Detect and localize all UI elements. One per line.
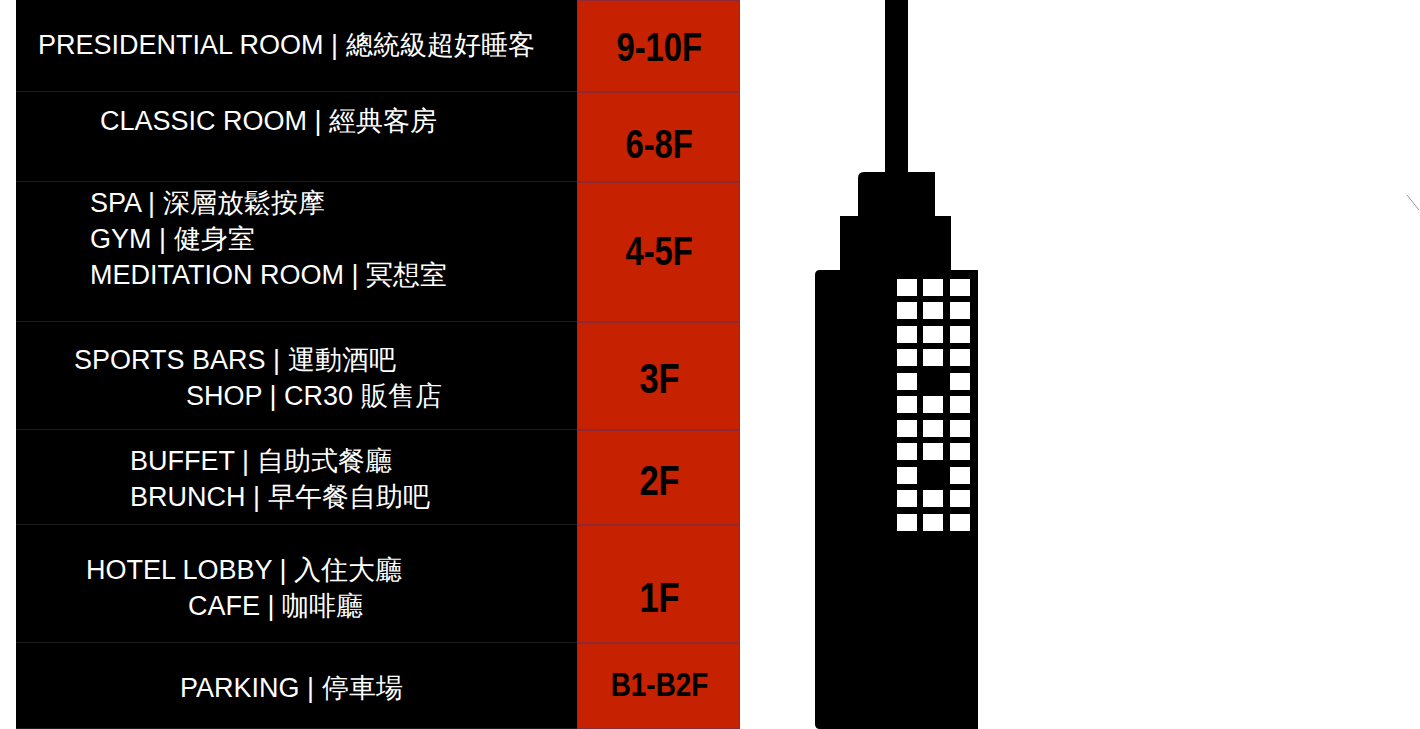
facility-label: BRUNCH | 早午餐自助吧 bbox=[130, 481, 430, 513]
window bbox=[923, 490, 943, 507]
window bbox=[923, 420, 943, 437]
floor-number-cell: 2F bbox=[577, 430, 740, 525]
facility-label: SPORTS BARS | 運動酒吧 bbox=[74, 344, 396, 376]
stray-mark bbox=[1407, 195, 1419, 210]
floor-number-cell: 4-5F bbox=[577, 182, 740, 322]
facility-label: PARKING | 停車場 bbox=[180, 672, 403, 704]
window bbox=[950, 326, 970, 343]
window bbox=[897, 467, 917, 484]
tower-top bbox=[858, 172, 935, 218]
window bbox=[950, 373, 970, 390]
window bbox=[923, 396, 943, 413]
window bbox=[950, 490, 970, 507]
floor-number: 1F bbox=[639, 573, 679, 623]
floor-band: PRESIDENTIAL ROOM | 總統級超好睡客 bbox=[16, 0, 577, 92]
facility-label: MEDITATION ROOM | 冥想室 bbox=[90, 259, 447, 291]
window bbox=[923, 279, 943, 296]
floor-number: 3F bbox=[639, 354, 679, 404]
facility-label: SHOP | CR30 販售店 bbox=[186, 380, 442, 412]
floor-band: CLASSIC ROOM | 經典客房 bbox=[16, 92, 577, 182]
floor-band: SPA | 深層放鬆按摩 GYM | 健身室 MEDITATION ROOM | 冥… bbox=[16, 182, 577, 322]
window bbox=[923, 326, 943, 343]
window bbox=[950, 279, 970, 296]
window bbox=[897, 302, 917, 319]
facility-label: CAFE | 咖啡廳 bbox=[188, 590, 363, 622]
facility-label: HOTEL LOBBY | 入住大廳 bbox=[86, 554, 402, 586]
window bbox=[950, 443, 970, 460]
facility-label: GYM | 健身室 bbox=[90, 223, 255, 255]
floor-number: 9-10F bbox=[616, 23, 702, 71]
floor-number: 4-5F bbox=[625, 227, 692, 275]
window bbox=[923, 349, 943, 366]
floor-number-cell: B1-B2F bbox=[577, 643, 740, 729]
window bbox=[950, 349, 970, 366]
floor-number: 2F bbox=[639, 456, 679, 506]
window bbox=[950, 302, 970, 319]
facility-label: SPA | 深層放鬆按摩 bbox=[90, 187, 325, 219]
window bbox=[897, 490, 917, 507]
window bbox=[897, 326, 917, 343]
floor-number-cell: 6-8F bbox=[577, 92, 740, 182]
window bbox=[923, 514, 943, 531]
window bbox=[923, 302, 943, 319]
tower-step bbox=[840, 216, 951, 272]
facility-label: CLASSIC ROOM | 經典客房 bbox=[100, 105, 437, 137]
facility-label: PRESIDENTIAL ROOM | 總統級超好睡客 bbox=[38, 29, 535, 61]
window bbox=[950, 467, 970, 484]
window bbox=[897, 514, 917, 531]
window bbox=[923, 443, 943, 460]
floor-number: 6-8F bbox=[625, 120, 692, 168]
floor-band: PARKING | 停車場 bbox=[16, 643, 577, 729]
floor-number-cell: 9-10F bbox=[577, 0, 740, 92]
window bbox=[950, 420, 970, 437]
floor-number-cell: 1F bbox=[577, 525, 740, 643]
window bbox=[897, 279, 917, 296]
floor-band: HOTEL LOBBY | 入住大廳 CAFE | 咖啡廳 bbox=[16, 525, 577, 643]
window bbox=[897, 420, 917, 437]
window bbox=[950, 396, 970, 413]
window bbox=[897, 349, 917, 366]
floor-band: BUFFET | 自助式餐廳 BRUNCH | 早午餐自助吧 bbox=[16, 430, 577, 525]
window bbox=[897, 396, 917, 413]
floor-number: B1-B2F bbox=[610, 664, 708, 705]
window bbox=[897, 373, 917, 390]
floor-number-cell: 3F bbox=[577, 322, 740, 430]
tower-body bbox=[815, 270, 978, 729]
window bbox=[950, 514, 970, 531]
floor-band: SPORTS BARS | 運動酒吧 SHOP | CR30 販售店 bbox=[16, 322, 577, 430]
facility-label: BUFFET | 自助式餐廳 bbox=[130, 445, 392, 477]
window-grid bbox=[897, 279, 970, 531]
window bbox=[897, 443, 917, 460]
antenna bbox=[885, 0, 908, 176]
building-silhouette bbox=[815, 0, 978, 729]
